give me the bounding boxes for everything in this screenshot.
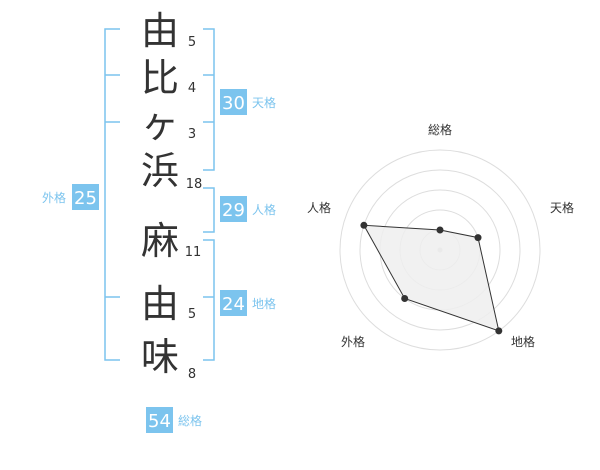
axis-label-jinkaku: 人格 [307, 200, 331, 215]
chikaku-label: 地格 [252, 296, 276, 311]
axis-label-tenkaku: 天格 [550, 200, 574, 215]
gaikaku-label: 外格 [42, 190, 66, 205]
chikaku-badge: 24 地格 [220, 290, 276, 316]
tenkaku-badge: 30 天格 [220, 89, 276, 115]
axis-label-chikaku: 地格 [511, 334, 535, 349]
radar-ring [339, 149, 541, 351]
radar-point-0 [436, 226, 444, 234]
brackets [104, 28, 215, 361]
name-char: 由 [141, 9, 179, 53]
chikaku-value: 24 [222, 294, 245, 315]
radar-ring [359, 169, 521, 331]
name-char: ヶ [141, 102, 179, 146]
stroke-count: 8 [188, 367, 196, 382]
gaikaku-badge: 25 外格 [42, 184, 99, 210]
tenkaku-box [220, 89, 247, 115]
gaikaku-bracket [104, 28, 120, 361]
stroke-count: 3 [188, 127, 196, 142]
jinkaku-badge: 29 人格 [220, 196, 276, 222]
jinkaku-bracket [203, 187, 215, 233]
axis-label-gaikaku: 外格 [341, 334, 365, 349]
tenkaku-bracket [203, 28, 215, 171]
name-column: 由 5 比 4 ヶ 3 浜 18 麻 11 由 5 味 8 [141, 9, 202, 382]
stroke-count: 4 [188, 81, 196, 96]
jinkaku-label: 人格 [252, 202, 276, 217]
radar-point-4 [360, 221, 368, 229]
axis-label-soukaku: 総格 [428, 122, 452, 137]
soukaku-label: 総格 [178, 413, 202, 428]
name-char: 麻 [141, 219, 179, 263]
name-char: 由 [141, 282, 179, 326]
soukaku-value: 54 [148, 411, 171, 432]
name-char: 比 [141, 56, 179, 100]
soukaku-badge: 54 総格 [146, 407, 202, 433]
radar-chart: 総格 天格 地格 外格 人格 [307, 122, 574, 351]
stroke-count: 18 [186, 177, 203, 192]
soukaku-box [146, 407, 173, 433]
gaikaku-value: 25 [74, 188, 97, 209]
radar-point-1 [474, 234, 482, 242]
radar-point-3 [401, 295, 409, 302]
gaikaku-box [72, 184, 99, 210]
name-char: 味 [141, 335, 179, 379]
jinkaku-box [220, 196, 247, 222]
chikaku-bracket [203, 239, 215, 361]
radar-area [363, 224, 500, 332]
stroke-count: 11 [185, 245, 202, 260]
radar-points [360, 221, 503, 335]
tenkaku-value: 30 [222, 93, 245, 114]
radar-point-2 [495, 327, 503, 335]
name-char: 浜 [141, 149, 179, 193]
stroke-count: 5 [188, 35, 196, 50]
chikaku-box [220, 290, 247, 316]
tenkaku-label: 天格 [252, 95, 276, 110]
jinkaku-value: 29 [222, 200, 245, 221]
stroke-count: 5 [188, 307, 196, 322]
